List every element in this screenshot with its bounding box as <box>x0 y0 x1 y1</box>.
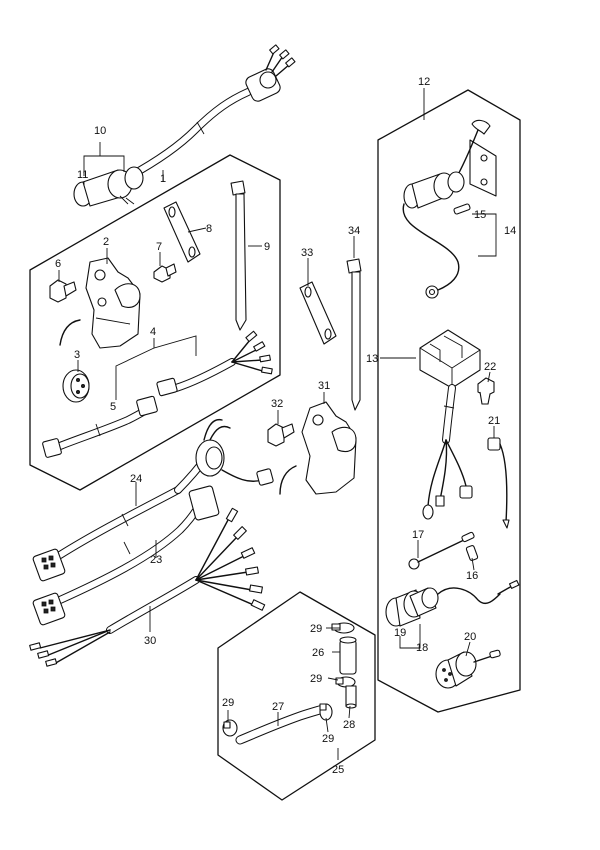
cap-16 <box>465 545 479 561</box>
callout-32: 32 <box>271 398 283 410</box>
grommet-3 <box>62 369 90 403</box>
callout-30: 30 <box>144 635 156 647</box>
callout-7: 7 <box>156 241 162 253</box>
callout-2: 2 <box>103 236 109 248</box>
hose-26 <box>339 636 357 675</box>
group-frame-1 <box>29 154 281 491</box>
callout-14: 14 <box>504 225 516 237</box>
screw-22 <box>477 377 495 405</box>
callout-21: 21 <box>488 415 500 427</box>
emergency-stop-switch-12 <box>402 119 497 299</box>
harness-23 <box>32 485 220 626</box>
callout-24: 24 <box>130 473 142 485</box>
lamp-20 <box>435 649 501 689</box>
plate-33 <box>299 281 337 345</box>
callout-3: 3 <box>74 349 80 361</box>
callout-18: 18 <box>416 642 428 654</box>
callout-9: 9 <box>264 241 270 253</box>
bolt-6 <box>49 279 77 303</box>
switch-bracket-2 <box>59 257 141 349</box>
harness-assembly-10 <box>126 44 296 180</box>
ignition-key-switch-11 <box>73 166 144 207</box>
callout-31: 31 <box>318 380 330 392</box>
callout-20: 20 <box>464 631 476 643</box>
callout-10: 10 <box>94 125 106 137</box>
callout-23: 23 <box>150 554 162 566</box>
callout-labels: 1 2 3 4 5 6 7 8 9 10 11 12 13 14 15 16 1… <box>55 76 516 776</box>
callout-4: 4 <box>150 326 156 338</box>
callout-22: 22 <box>484 361 496 373</box>
callout-16: 16 <box>466 570 478 582</box>
callout-8: 8 <box>206 223 212 235</box>
relay-harness-13 <box>419 329 481 520</box>
callout-29-mid: 29 <box>310 673 322 685</box>
callout-29-top: 29 <box>310 623 322 635</box>
plate-8 <box>163 201 201 263</box>
hose-clip-29-mid <box>335 676 356 688</box>
harness-5 <box>42 395 158 458</box>
callout-29-left: 29 <box>222 697 234 709</box>
callout-6: 6 <box>55 258 61 270</box>
callout-11: 11 <box>77 169 88 181</box>
callout-26: 26 <box>312 647 324 659</box>
callout-12: 12 <box>418 76 430 88</box>
callout-13: 13 <box>366 353 378 365</box>
main-harness-24 <box>32 418 274 582</box>
callout-33: 33 <box>301 247 313 259</box>
plug-assembly-18 <box>385 579 520 627</box>
bolt-32 <box>267 423 295 447</box>
switch-bracket-31 <box>279 401 357 495</box>
screw-7 <box>153 263 177 283</box>
callout-15: 15 <box>474 209 486 221</box>
hose-clip-29-right <box>319 703 333 721</box>
leader-lines <box>58 88 497 760</box>
callout-17: 17 <box>412 529 424 541</box>
fitting-28 <box>345 685 357 709</box>
group-frame-12 <box>377 89 521 713</box>
harness-30 <box>29 507 266 667</box>
clip-15 <box>453 203 471 215</box>
callout-19: 19 <box>394 627 406 639</box>
callout-25: 25 <box>332 764 344 776</box>
hose-clip-29-left <box>222 719 238 737</box>
wire-17 <box>408 531 475 570</box>
callout-27: 27 <box>272 701 284 713</box>
callout-29-right: 29 <box>322 733 334 745</box>
callout-28: 28 <box>343 719 355 731</box>
cable-tie-34 <box>346 258 362 411</box>
harness-4 <box>156 330 273 397</box>
cable-tie-9 <box>230 180 247 331</box>
group-frame-25 <box>217 591 376 801</box>
callout-34: 34 <box>348 225 360 237</box>
hose-clip-29-top <box>331 622 355 634</box>
callout-5: 5 <box>110 401 116 413</box>
callout-1: 1 <box>160 173 166 185</box>
sensor-21 <box>487 437 510 529</box>
